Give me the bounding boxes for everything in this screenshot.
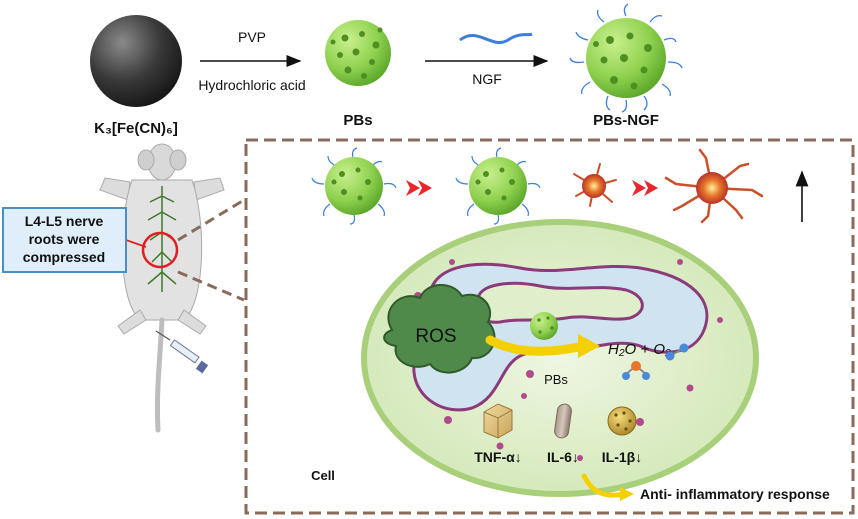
step1-reagent-bottom: Hydrochloric acid [198, 77, 305, 93]
ros-label: ROS [415, 326, 456, 347]
syringe-icon [155, 330, 209, 374]
oxygen-molecule-icon [665, 343, 689, 361]
precursor-sphere [90, 15, 182, 107]
small-neuron-icon [573, 163, 617, 207]
cytokine-il1beta-label: IL-1β↓ [602, 449, 642, 465]
outcome-arrow [581, 473, 627, 498]
scavenging-arrowhead-icon [578, 334, 600, 358]
intracellular-pbs-label: PBs [544, 372, 568, 387]
outcome-arrowhead-icon [620, 487, 634, 501]
cell-panel-frame [244, 138, 855, 515]
mouse-illustration [99, 143, 225, 433]
callout-pointer [125, 239, 147, 248]
step1-reagent-top: PVP [238, 29, 266, 45]
panel-pbs-ngf-particle-1 [311, 147, 397, 225]
cell-label: Cell [311, 468, 335, 483]
cytokine-il6-label: IL-6↓ [547, 449, 579, 465]
panel-pbs-ngf-particle-2 [455, 147, 541, 225]
cytokine-tnf-label: TNF-α↓ [474, 449, 521, 465]
water-molecule-icon [622, 361, 650, 380]
compression-site-marker [141, 231, 179, 269]
scavenging-arrow [485, 335, 589, 356]
red-arrow-1-icon [406, 180, 432, 196]
ngf-strand-icon [459, 32, 533, 44]
reaction-product-label: H₂O + O₂ [608, 341, 671, 358]
intracellular-pbs-particle [530, 312, 558, 340]
step2-reagent: NGF [472, 71, 502, 87]
nucleus-membrane [412, 262, 709, 412]
pbs-nanoparticle [325, 20, 391, 86]
callout-line1: L4-L5 nerve [25, 213, 104, 229]
il6-capsule-icon [554, 403, 572, 439]
callout-line2: roots were [29, 231, 100, 247]
product2-label: PBs-NGF [593, 112, 659, 129]
zoom-connector [177, 198, 245, 302]
callout-line3: compressed [23, 249, 105, 265]
compression-callout: L4-L5 nerve roots were compressed [2, 207, 127, 273]
pbs-ngf-nanoparticle [569, 3, 683, 113]
tnf-alpha-cube-icon [483, 403, 513, 439]
il1beta-sphere-icon [607, 406, 637, 436]
large-neuron-icon [664, 148, 764, 224]
precursor-label: K₃[Fe(CN)₆] [94, 120, 178, 137]
product1-label: PBs [343, 112, 372, 129]
red-arrow-2-icon [632, 180, 658, 196]
outcome-label: Anti- inflammatory response [640, 486, 830, 502]
